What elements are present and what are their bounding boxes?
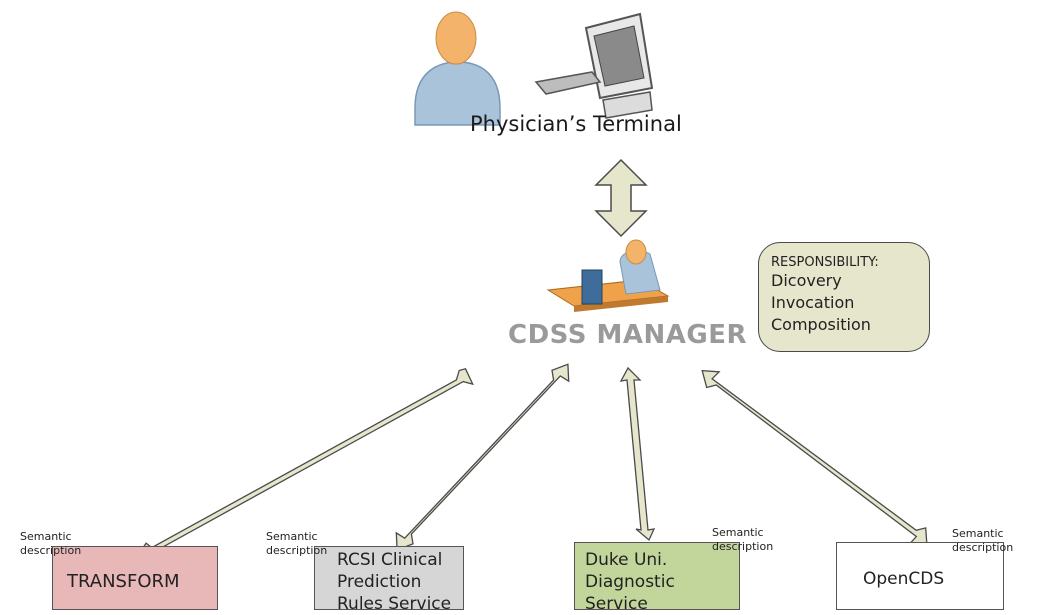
semantic-description-transform: Semantic description — [20, 530, 82, 557]
service-opencds-label: OpenCDS — [863, 569, 945, 589]
terminal-manager-arrow — [594, 158, 648, 238]
semantic-description-rcsi: Semantic description — [266, 530, 328, 557]
service-transform-box: TRANSFORM — [52, 546, 218, 610]
service-opencds-box: OpenCDS — [836, 542, 1004, 610]
terminal-label: Physician’s Terminal — [470, 112, 682, 136]
manager-label: CDSS MANAGER — [508, 320, 747, 350]
service-duke-label: Duke Uni. Diagnostic Service — [585, 550, 675, 614]
duke-arrow — [619, 366, 656, 542]
service-rcsi-label: RCSI Clinical Prediction Rules Service — [337, 550, 452, 614]
semantic-description-opencds: Semantic description — [952, 527, 1014, 554]
responsibility-item-discovery: Dicovery — [771, 271, 842, 290]
responsibility-title: RESPONSIBILITY: — [771, 255, 879, 270]
service-transform-label: TRANSFORM — [67, 571, 180, 592]
physician-icon — [414, 11, 501, 126]
responsibility-item-invocation: Invocation — [771, 293, 855, 312]
responsibility-item-composition: Composition — [771, 315, 871, 334]
rcsi-arrow — [395, 363, 570, 551]
opencds-arrow — [701, 369, 928, 546]
service-duke-box: Duke Uni. Diagnostic Service — [574, 542, 740, 614]
manager-icon — [546, 239, 670, 312]
responsibility-box: RESPONSIBILITY: Dicovery Invocation Comp… — [758, 242, 930, 352]
service-rcsi-box: RCSI Clinical Prediction Rules Service — [314, 546, 464, 614]
computer-icon — [534, 12, 654, 119]
semantic-description-duke: Semantic description — [712, 526, 774, 553]
